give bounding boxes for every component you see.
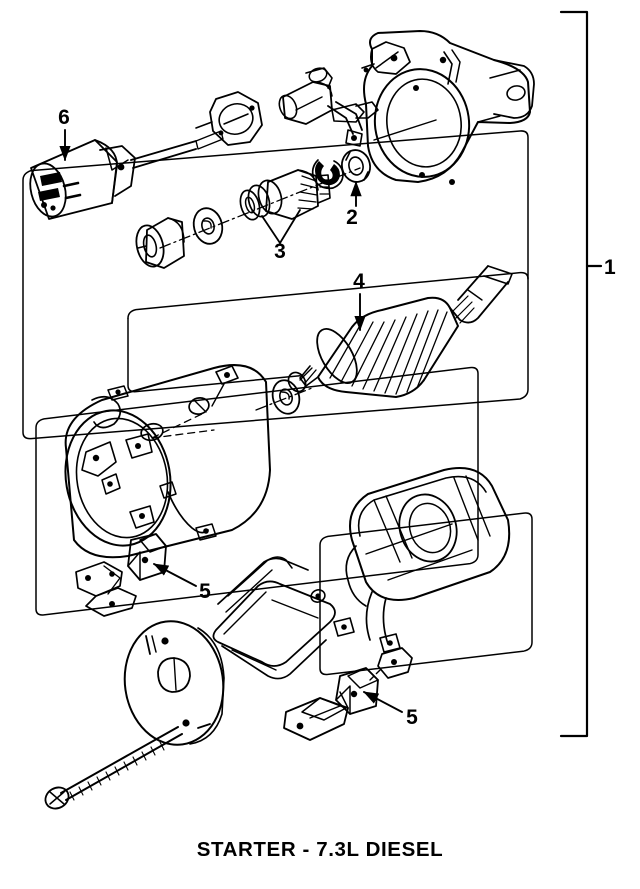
group-box-lower-left	[35, 366, 479, 616]
callout-3-leader	[261, 209, 301, 244]
part-shift-lever	[278, 67, 379, 147]
callout-2-label: 2	[346, 206, 358, 229]
callout-5b-leader	[363, 691, 403, 713]
part-thrust-washer-upper	[192, 207, 224, 245]
group-box-upper	[22, 130, 529, 440]
callout-4-label: 4	[353, 270, 365, 293]
part-end-plate	[123, 620, 225, 746]
part-drive-gear-clutch	[239, 169, 331, 221]
callout-labels: 1 2 3 4 5 5 6	[58, 106, 616, 729]
part-brush-block-b	[335, 667, 379, 715]
part-armature	[287, 265, 513, 398]
callout-5a-label: 5	[199, 580, 211, 603]
callout-5b-label: 5	[406, 706, 418, 729]
callout-6-label: 6	[58, 106, 70, 129]
part-thrust-washer-lower	[271, 379, 301, 415]
part-through-bolt	[44, 726, 183, 810]
part-solenoid	[29, 130, 224, 220]
callout-3-label: 3	[274, 240, 286, 263]
drive-assembly-centerline	[159, 167, 361, 249]
part-terminal-bracket-left	[75, 561, 137, 617]
part-brush-holder	[333, 467, 511, 653]
part-bushing-plate	[195, 91, 263, 146]
group-box-middle	[127, 271, 529, 393]
assembly-bracket	[559, 10, 603, 738]
part-small-plate	[369, 647, 413, 681]
part-drive-end-housing	[361, 30, 535, 185]
part-terminal-bracket-bottom	[283, 691, 349, 741]
callout-1-label: 1	[604, 256, 616, 279]
part-field-frame	[64, 364, 271, 559]
part-connector-strip	[227, 556, 293, 597]
part-brush-block-a	[127, 533, 167, 581]
armature-centerline	[255, 387, 313, 411]
part-snap-ring	[341, 149, 371, 183]
callout-5a-leader	[153, 563, 197, 587]
part-drive-pinion-hub	[135, 217, 185, 269]
part-brush-plate	[212, 557, 336, 680]
figure-title: STARTER - 7.3L DIESEL	[196, 838, 444, 861]
group-box-lower-right	[319, 512, 533, 676]
